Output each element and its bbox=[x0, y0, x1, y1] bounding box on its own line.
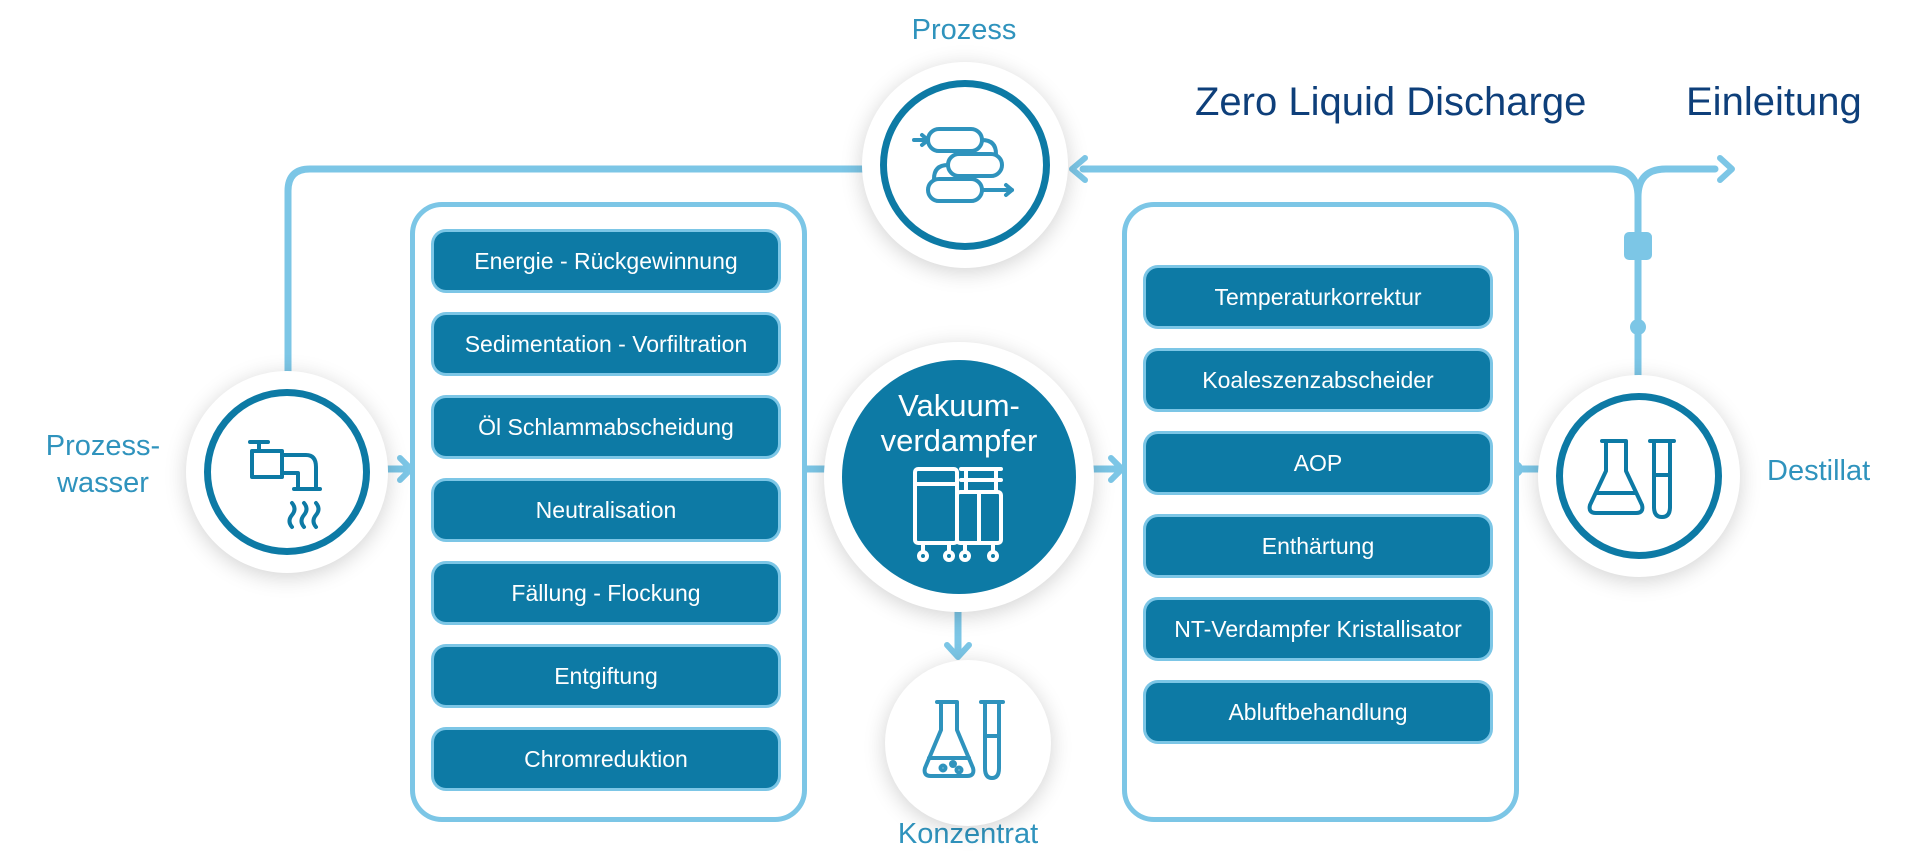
node-vakuumverdampfer: Vakuum- verdampfer bbox=[824, 342, 1094, 612]
posttreatment-step: Abluftbehandlung bbox=[1146, 683, 1490, 741]
evaporator-title-line1: Vakuum- bbox=[898, 388, 1020, 423]
pretreatment-step: Chromreduktion bbox=[434, 730, 778, 788]
label-prozesswasser-line1: Prozess- bbox=[45, 430, 161, 462]
pretreatment-step: Energie - Rückgewinnung bbox=[434, 232, 778, 290]
valve bbox=[1624, 232, 1652, 260]
pretreatment-step: Öl Schlammabscheidung bbox=[434, 398, 778, 456]
label-prozess: Prozess bbox=[911, 14, 1017, 46]
vacuum-evaporator-icon bbox=[913, 467, 1003, 562]
label-destillat: Destillat bbox=[1767, 455, 1871, 487]
pretreatment-step: Fällung - Flockung bbox=[434, 564, 778, 622]
outlet-line bbox=[1634, 165, 1719, 201]
flask-concentrate-icon bbox=[922, 700, 1005, 780]
pretreatment-step: Entgiftung bbox=[434, 647, 778, 705]
water-tap-icon bbox=[248, 440, 322, 529]
posttreatment-step: AOP bbox=[1146, 434, 1490, 492]
flask-testtube-icon bbox=[1587, 439, 1676, 519]
pretreatment-step: Neutralisation bbox=[434, 481, 778, 539]
posttreatment-step: Enthärtung bbox=[1146, 517, 1490, 575]
node-konzentrat bbox=[885, 660, 1051, 826]
node-prozess bbox=[862, 62, 1068, 268]
node-destillat bbox=[1538, 375, 1740, 577]
arrowhead-prozess bbox=[1069, 155, 1088, 183]
arrowhead-einleitung bbox=[1717, 155, 1735, 183]
process-coils-icon bbox=[912, 127, 1014, 203]
evaporator-title-line2: verdampfer bbox=[880, 423, 1038, 458]
label-prozesswasser-line2: wasser bbox=[57, 467, 149, 499]
heading-zero-liquid-discharge: Zero Liquid Discharge bbox=[1195, 80, 1587, 124]
pretreatment-step: Sedimentation - Vorfiltration bbox=[434, 315, 778, 373]
return-line bbox=[284, 165, 884, 384]
heading-einleitung: Einleitung bbox=[1686, 80, 1862, 124]
upper-line bbox=[1079, 165, 1642, 201]
posttreatment-step: Temperaturkorrektur bbox=[1146, 268, 1490, 326]
posttreatment-step: NT-Verdampfer Kristallisator bbox=[1146, 600, 1490, 658]
junction-dot bbox=[1630, 319, 1646, 335]
node-prozesswasser bbox=[186, 371, 388, 573]
arrowhead-down-konz bbox=[944, 642, 972, 660]
posttreatment-step: Koaleszenzabscheider bbox=[1146, 351, 1490, 409]
